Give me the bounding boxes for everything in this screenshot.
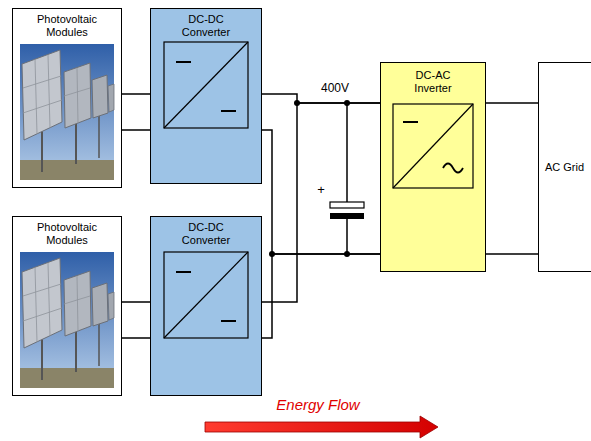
node-label: Photovoltaic Modules xyxy=(22,13,112,39)
inverter-fill xyxy=(380,62,486,272)
wire-pair xyxy=(262,103,380,338)
module-fill xyxy=(12,8,122,188)
energy-flow-arrow xyxy=(205,416,438,438)
energy-flow-label: Energy Flow xyxy=(238,396,398,413)
solar-photo xyxy=(20,44,114,180)
voltage-label: 400V xyxy=(313,81,357,95)
wire-pair xyxy=(122,302,150,338)
module-fill xyxy=(12,216,122,396)
converter-fill xyxy=(150,8,262,184)
wire-pair xyxy=(262,94,380,254)
grid-fill xyxy=(538,62,591,272)
dc-ac-inverter-box: DC-AC Inverter xyxy=(380,62,486,272)
converter-fill xyxy=(150,216,262,396)
ac-grid-box: AC Grid xyxy=(538,62,591,272)
polarity-mark: + xyxy=(314,182,328,197)
pv-module-box: Photovoltaic Modules xyxy=(12,8,122,188)
node-label: DC-DC Converter xyxy=(170,221,242,247)
junction-dot xyxy=(269,100,350,257)
node-label: DC-DC Converter xyxy=(170,13,242,39)
dc-ac-symbol xyxy=(393,104,473,188)
wire-pair xyxy=(486,103,538,254)
solar-photo xyxy=(20,252,114,388)
node-label: DC-AC Inverter xyxy=(397,69,469,95)
node-label: Photovoltaic Modules xyxy=(22,221,112,247)
dc-dc-symbol xyxy=(164,252,248,338)
dc-dc-symbol xyxy=(164,42,248,128)
pv-module-box: Photovoltaic Modules xyxy=(12,216,122,396)
node-label: AC Grid xyxy=(545,161,585,174)
dc-dc-converter-box: DC-DC Converter xyxy=(150,8,262,184)
dc-dc-converter-box: DC-DC Converter xyxy=(150,216,262,396)
wire-pair xyxy=(122,94,150,130)
capacitor-symbol xyxy=(330,103,364,254)
